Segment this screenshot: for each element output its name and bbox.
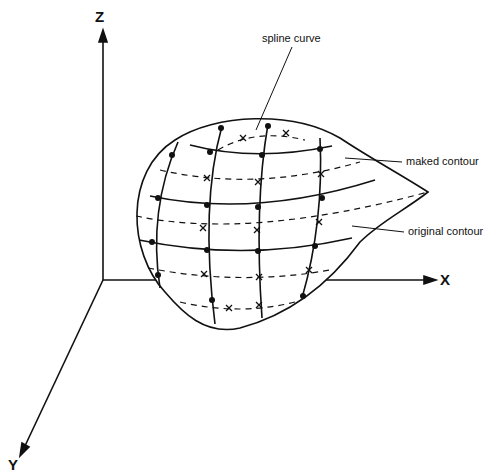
callout-label: spline curve xyxy=(262,32,321,44)
axis-label: X xyxy=(440,271,450,288)
callout-label: original contour xyxy=(408,225,483,237)
axis-label: Z xyxy=(95,8,104,25)
callout-label: maked contour xyxy=(406,155,479,167)
axis-label: Y xyxy=(8,456,18,473)
